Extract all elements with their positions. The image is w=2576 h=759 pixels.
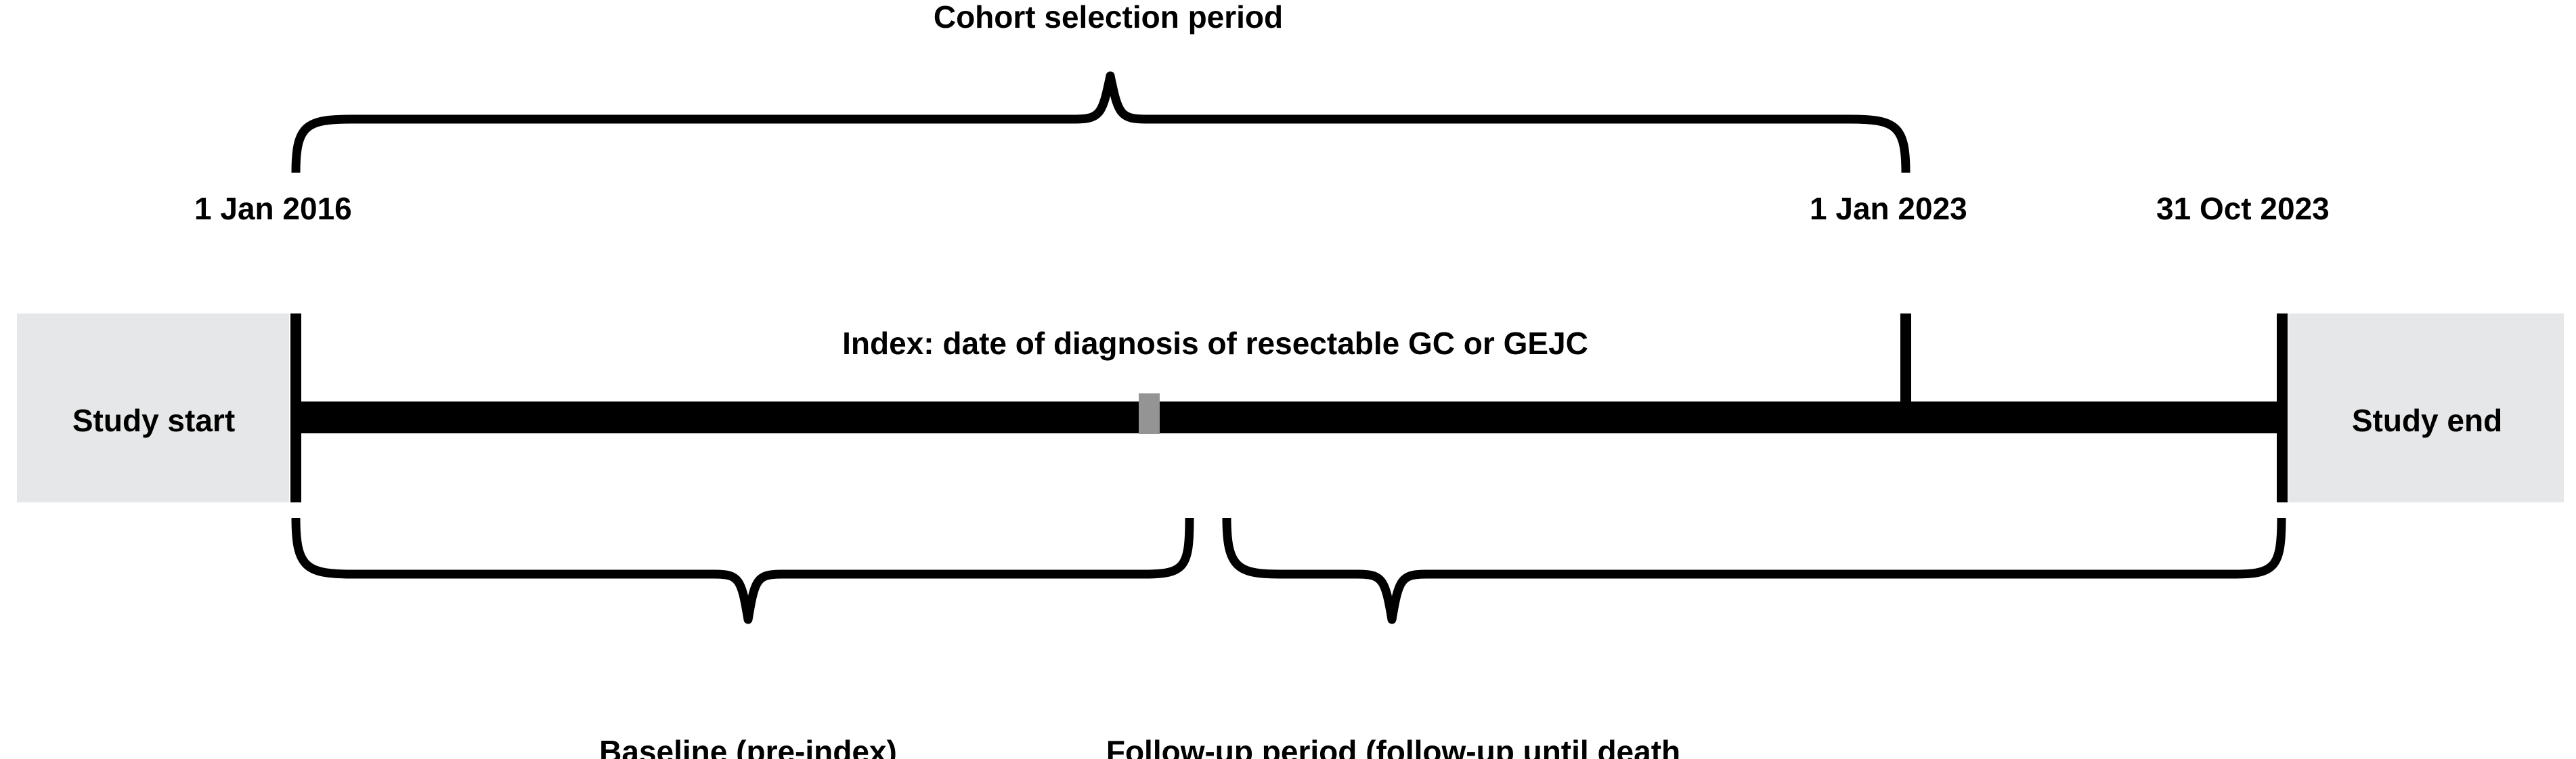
tick-1-jan-2023: [1900, 313, 1911, 402]
study-start-endcap: [17, 313, 289, 502]
index-date-label: Index: date of diagnosis of resectable G…: [842, 326, 1588, 361]
study-end-endcap: [2288, 313, 2564, 502]
cohort-selection-brace: [291, 71, 1911, 173]
tick-study-start: [290, 313, 301, 502]
study-end-label: Study end: [2351, 403, 2503, 438]
cohort-selection-period-title: Cohort selection period: [933, 0, 1284, 35]
timeline-bar: [296, 402, 2282, 433]
date-label-cohort-end: 1 Jan 2023: [1810, 191, 1967, 226]
study-start-label: Study start: [72, 403, 236, 438]
followup-period-caption: Follow-up period (follow-up until death …: [1106, 659, 1680, 759]
baseline-period-brace: [291, 517, 1194, 624]
baseline-period-caption: Baseline (pre-index) period: [599, 659, 897, 759]
index-date-marker: [1139, 393, 1160, 434]
date-label-study-end: 31 Oct 2023: [2156, 191, 2330, 226]
date-label-study-start: 1 Jan 2016: [194, 191, 352, 226]
followup-period-caption-line1: Follow-up period (follow-up until death: [1106, 733, 1681, 759]
tick-study-end: [2277, 313, 2288, 502]
baseline-period-caption-line1: Baseline (pre-index): [599, 733, 897, 759]
followup-period-brace: [1222, 517, 2286, 624]
